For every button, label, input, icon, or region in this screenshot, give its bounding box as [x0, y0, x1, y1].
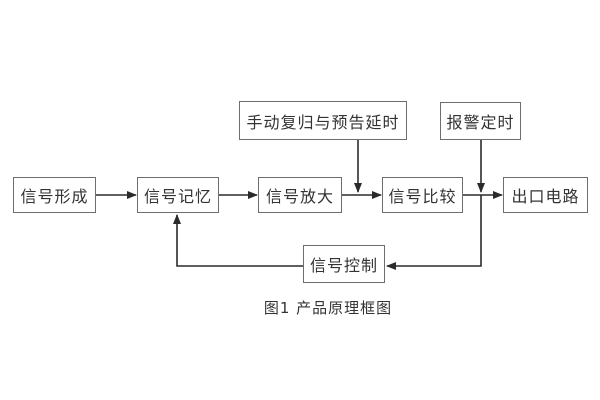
arrow-control-to-memory — [173, 214, 303, 267]
node-signal-formation: 信号形成 — [13, 177, 96, 213]
node-signal-control: 信号控制 — [303, 245, 385, 283]
node-alarm-timing: 报警定时 — [440, 102, 521, 140]
node-signal-amplification: 信号放大 — [258, 177, 342, 213]
diagram-caption: 图1 产品原理框图 — [263, 299, 393, 317]
arrow-junction-to-control — [386, 195, 482, 270]
node-signal-memory: 信号记忆 — [137, 177, 219, 213]
node-signal-comparison: 信号比较 — [382, 177, 463, 213]
node-output-circuit: 出口电路 — [503, 177, 588, 213]
node-manual-reset-delay: 手动复归与预告延时 — [239, 101, 407, 140]
